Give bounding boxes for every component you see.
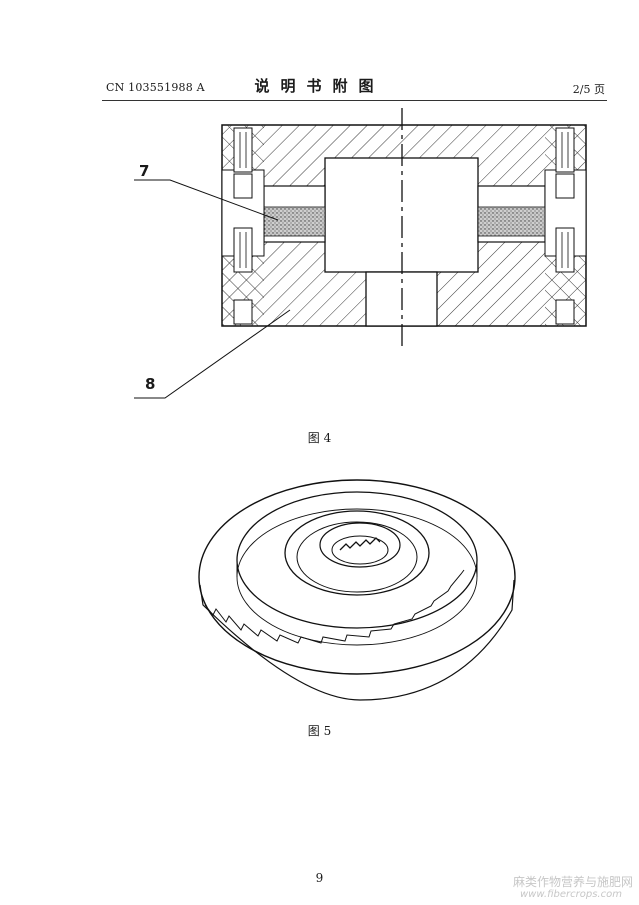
figure-5-caption: 图 5 — [307, 724, 332, 738]
callout-7-leader — [134, 179, 279, 221]
publication-number: CN 103551988 A — [106, 81, 205, 94]
page-number: 9 — [315, 871, 324, 885]
figure-4-caption: 图 4 — [307, 431, 332, 445]
document-title: 说明书附图 — [254, 77, 385, 95]
header-rule — [102, 100, 607, 101]
callout-8-leader — [134, 309, 291, 399]
callout-7-label: 7 — [139, 162, 150, 180]
fig4-body — [221, 108, 587, 350]
figure-5-drawing — [198, 479, 516, 701]
watermark-text: 麻类作物营养与施肥网 — [513, 875, 634, 889]
callout-8-label: 8 — [145, 375, 156, 393]
watermark-url: www.fibercrops.com — [520, 889, 622, 900]
page-fraction: 2/5 页 — [572, 83, 605, 96]
